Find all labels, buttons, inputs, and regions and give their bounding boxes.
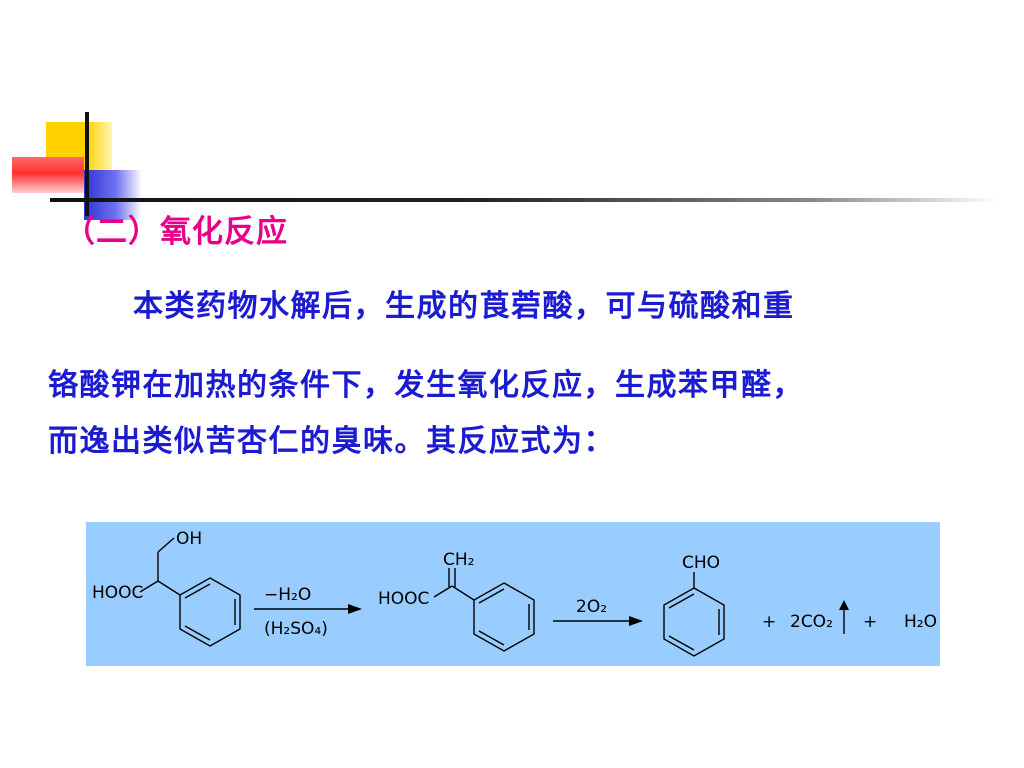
section-title: （二）氧化反应 xyxy=(64,214,288,250)
intermediate-cooh-label: HOOC xyxy=(378,589,429,609)
product-cho-label: CHO xyxy=(682,553,720,573)
reactant-cooh-bond xyxy=(139,580,159,593)
reaction-equation-diagram: OH HOOC −H₂O (H₂SO₄) CH₂ HOOC 2O₂ CHO + … xyxy=(92,529,937,657)
co2-label: 2CO₂ xyxy=(790,612,833,632)
intermediate-cooh-bond xyxy=(433,585,453,598)
step1-reagent-top: −H₂O xyxy=(264,585,311,605)
water-label: H₂O xyxy=(904,612,937,632)
step2-reagent-top: 2O₂ xyxy=(576,597,607,617)
reaction-equation-panel: OH HOOC −H₂O (H₂SO₄) CH₂ HOOC 2O₂ CHO + … xyxy=(86,522,940,666)
paragraph-line-3: 而逸出类似苦杏仁的臭味。其反应式为： xyxy=(48,424,615,459)
plus-sign-2: + xyxy=(863,612,877,632)
gas-arrow-head xyxy=(839,600,849,610)
reactant-oh-bond xyxy=(157,537,175,553)
paragraph-line-1: 本类药物水解后，生成的莨菪酸，可与硫酸和重 xyxy=(133,289,795,324)
decor-horizontal-rule xyxy=(50,198,1000,202)
decor-red-square xyxy=(12,157,84,193)
decor-vertical-line xyxy=(85,112,89,216)
arrow-head-1 xyxy=(348,604,362,614)
product-benzene-ring xyxy=(663,587,725,657)
intermediate-ring-bond xyxy=(451,585,475,601)
intermediate-benzene-ring xyxy=(473,582,535,652)
decor-blue-square xyxy=(84,170,142,220)
paragraph-line-2: 铬酸钾在加热的条件下，发生氧化反应，生成苯甲醛， xyxy=(48,368,804,403)
reactant-cooh-label: HOOC xyxy=(92,583,143,603)
intermediate-ch2-label: CH₂ xyxy=(443,550,474,570)
reactant-oh-label: OH xyxy=(176,529,202,549)
reactant-ring-bond xyxy=(157,580,181,596)
arrow-head-2 xyxy=(629,616,643,626)
step1-reagent-bottom: (H₂SO₄) xyxy=(264,619,328,639)
plus-sign-1: + xyxy=(762,612,776,632)
reactant-benzene-ring xyxy=(179,577,241,647)
